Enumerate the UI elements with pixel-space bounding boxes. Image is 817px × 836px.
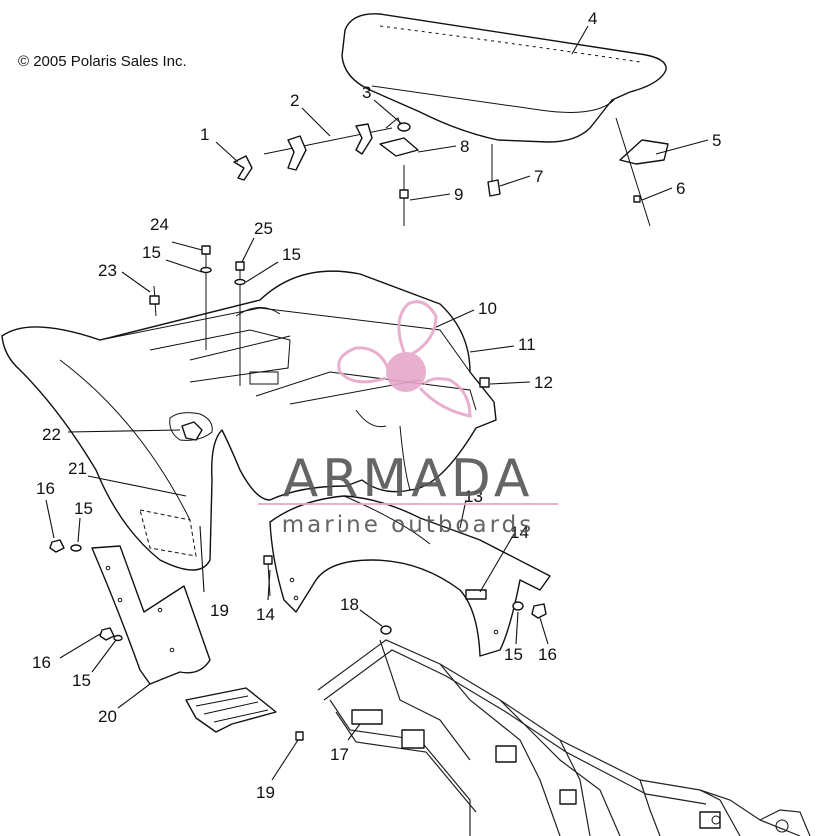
latch-plate-part: [379, 137, 419, 157]
washer-15-right-part: [512, 601, 524, 611]
callout-15-upper-right: 15: [282, 245, 301, 264]
watermark: ARMADA marine outboards: [258, 300, 558, 538]
callout-15-mid-left: 15: [74, 499, 93, 518]
callout-15-lower-right: 15: [504, 645, 523, 664]
callout-16-lower-left: 16: [32, 653, 51, 672]
callout-12: 12: [534, 373, 553, 392]
watermark-tagline-text: marine outboards: [282, 512, 534, 538]
callout-19-upper: 19: [210, 601, 229, 620]
callout-14-left: 14: [256, 605, 275, 624]
callout-21: 21: [68, 459, 87, 478]
leader-lines: [45, 25, 709, 781]
callout-6: 6: [676, 179, 685, 198]
washer-15-upper-part: [70, 544, 82, 552]
callout-15-lower-left: 15: [72, 671, 91, 690]
fastener-14-left-part: [263, 555, 273, 597]
callout-16-upper-left: 16: [36, 479, 55, 498]
watermark-propeller-logo: [337, 300, 472, 418]
grommet-part: [397, 122, 411, 132]
clip-22-part: [181, 421, 203, 441]
spring-part: [233, 155, 253, 181]
rear-rack-fender-part: [1, 270, 497, 571]
callout-10: 10: [478, 299, 497, 318]
vehicle-frame-part: [317, 639, 811, 836]
bracket-5-part: [619, 139, 669, 165]
bolt-14-right-part: [465, 589, 487, 600]
callout-23: 23: [98, 261, 117, 280]
callout-15-upper: 15: [142, 243, 161, 262]
copyright-text: © 2005 Polaris Sales Inc.: [18, 53, 187, 70]
nut-16-right-part: [531, 603, 547, 619]
latch-rod-part: [263, 117, 403, 171]
callout-22: 22: [42, 425, 61, 444]
seat-part: [341, 13, 667, 143]
callout-14-right: 14: [510, 523, 529, 542]
callout-9: 9: [454, 185, 463, 204]
callout-11: 11: [518, 335, 536, 354]
callout-2: 2: [290, 91, 299, 110]
callout-17: 17: [330, 745, 349, 764]
washer-15-lower-part: [113, 634, 123, 642]
fastener-25-part: [234, 261, 246, 386]
callout-3: 3: [362, 83, 371, 102]
callout-25: 25: [254, 219, 273, 238]
footrest-19-part: [185, 687, 304, 741]
callout-4: 4: [588, 9, 597, 28]
callout-19-lower: 19: [256, 783, 275, 802]
fastener-23-part: [149, 285, 160, 317]
callout-18: 18: [340, 595, 359, 614]
callout-20: 20: [98, 707, 117, 726]
callout-labels: 1 2 3 4 5 6 7 8 9 10 11 12 13 14 14 15 1…: [32, 9, 721, 802]
mud-flap-13-part: [269, 495, 551, 657]
watermark-brand-text: ARMADA: [283, 449, 534, 509]
bumper-7-part: [487, 144, 501, 197]
callout-1: 1: [200, 125, 209, 144]
grommet-18-part: [380, 625, 392, 635]
nut-16-upper-part: [49, 539, 65, 553]
fastener-24-part: [200, 245, 212, 350]
callout-5: 5: [712, 131, 721, 150]
screw-9-part: [399, 165, 409, 226]
nut-12-part: [479, 377, 490, 388]
bolt-6-part: [615, 117, 651, 227]
callout-8: 8: [460, 137, 469, 156]
callout-13: 13: [464, 487, 483, 506]
callout-16-right: 16: [538, 645, 557, 664]
callout-24: 24: [150, 215, 169, 234]
nut-16-lower-part: [99, 627, 115, 641]
bracket-21-dashed: [139, 509, 197, 557]
callout-7: 7: [534, 167, 543, 186]
